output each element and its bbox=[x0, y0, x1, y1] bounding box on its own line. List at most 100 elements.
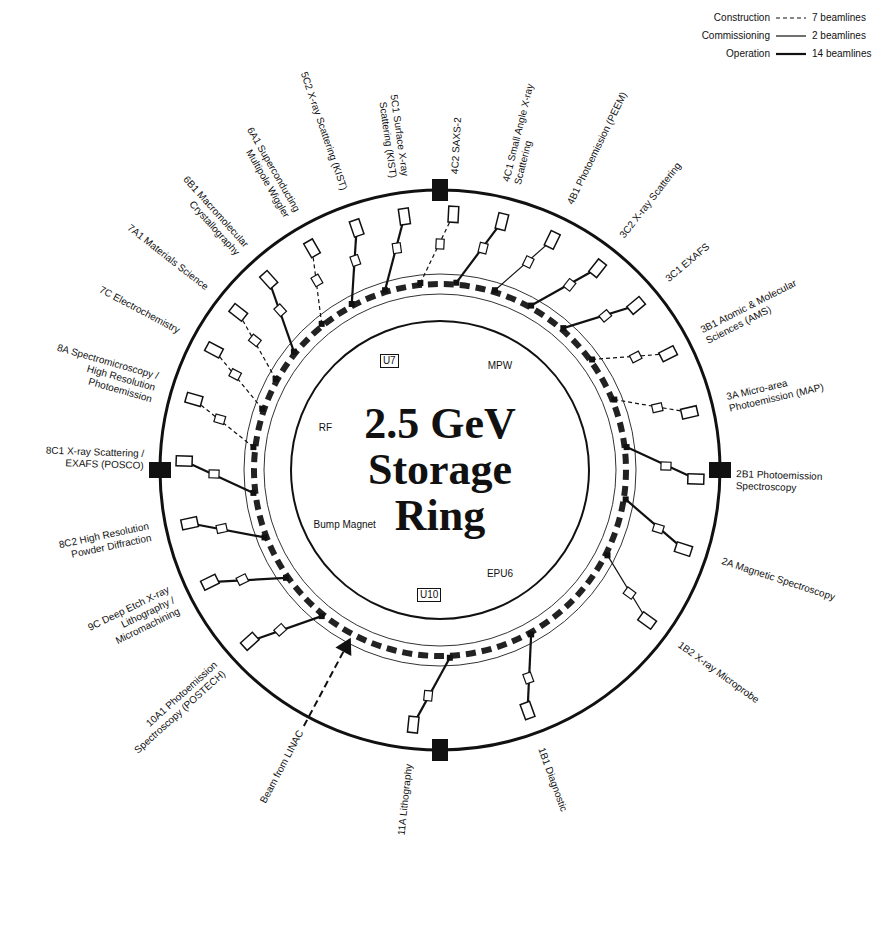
end-station bbox=[407, 716, 419, 733]
front-end bbox=[349, 301, 355, 307]
front-end bbox=[417, 280, 423, 286]
beamline-label: 3C1 EXAFS bbox=[663, 195, 766, 285]
optics-hutch bbox=[424, 690, 433, 701]
end-station bbox=[674, 542, 692, 556]
optics-hutch bbox=[274, 623, 287, 636]
front-end bbox=[447, 655, 453, 661]
beamline bbox=[627, 447, 696, 479]
front-end bbox=[605, 552, 611, 558]
legend-text: Construction bbox=[686, 12, 770, 24]
beamline-label: 2A Magnetic Spectroscopy bbox=[720, 556, 843, 606]
end-station bbox=[398, 208, 410, 225]
optics-hutch bbox=[392, 243, 401, 254]
component-label: EPU6 bbox=[487, 568, 513, 580]
front-end bbox=[560, 325, 566, 331]
beamline bbox=[194, 399, 253, 447]
component-label: U10 bbox=[417, 588, 441, 602]
magnet-lattice bbox=[254, 284, 626, 656]
optics-hutch bbox=[350, 254, 361, 266]
optics-hutch bbox=[651, 403, 663, 413]
legend-count: 14 beamlines bbox=[812, 48, 871, 60]
front-end bbox=[319, 321, 325, 327]
legend-text: Operation bbox=[686, 48, 770, 60]
front-end bbox=[261, 534, 267, 540]
beamline-label: 6A1 Superconducting Multipole Wiggler bbox=[219, 99, 302, 219]
beamline bbox=[614, 400, 689, 413]
end-station bbox=[176, 456, 192, 467]
end-station bbox=[229, 304, 248, 322]
beamline-label: 11A Lithography bbox=[390, 764, 415, 890]
component-label: Bump Magnet bbox=[314, 519, 376, 531]
beamline-label: 5C1 Surface X-ray Scattering (KIST) bbox=[370, 51, 411, 178]
beamline-label: 8C2 High Resolution Powder Diffraction bbox=[26, 520, 153, 569]
beamline-label: 4B1 Photoemission (PEEM) bbox=[564, 89, 630, 207]
optics-hutch bbox=[661, 462, 671, 470]
beamline bbox=[563, 305, 636, 328]
beamline bbox=[190, 523, 265, 537]
beamline-label: 7A1 Materials Science bbox=[105, 206, 211, 292]
optics-hutch bbox=[478, 242, 488, 254]
front-end bbox=[453, 280, 459, 286]
beamline-label: 2B1 Photoemission Spectroscopy bbox=[735, 468, 861, 496]
end-station bbox=[495, 213, 509, 231]
beamline bbox=[250, 616, 322, 641]
end-station bbox=[681, 406, 699, 419]
component-label: U7 bbox=[380, 354, 399, 368]
optics-hutch bbox=[209, 470, 219, 478]
end-station bbox=[185, 392, 203, 406]
beamline bbox=[413, 658, 450, 725]
beamline bbox=[495, 240, 552, 290]
beamline bbox=[456, 222, 502, 283]
optics-hutch bbox=[623, 587, 636, 599]
legend-line-sample bbox=[776, 53, 806, 55]
end-station bbox=[240, 632, 259, 650]
ring-title: 2.5 GeV Storage Ring bbox=[335, 401, 545, 540]
arrowhead bbox=[335, 638, 351, 656]
optics-hutch bbox=[436, 239, 445, 249]
front-end bbox=[259, 406, 265, 412]
beamline-label: 5C2 X-ray Scattering (KIST) bbox=[297, 70, 349, 192]
front-end bbox=[624, 444, 630, 450]
beamline-label: 1B1 Diagnostic bbox=[536, 746, 590, 868]
optics-hutch bbox=[274, 304, 287, 317]
beamline bbox=[531, 268, 597, 305]
front-end bbox=[611, 397, 617, 403]
beamline bbox=[608, 555, 648, 620]
beamline-label: 10A1 Photoemission Spectroscopy (POSTECH… bbox=[119, 659, 228, 760]
beamline bbox=[385, 216, 404, 290]
component-label: MPW bbox=[488, 360, 512, 372]
beamline-label: 4C2 SAXS-2 bbox=[449, 49, 468, 174]
wall-block bbox=[432, 179, 448, 201]
beamline-label: 1B2 X-ray Microprobe bbox=[676, 639, 784, 722]
component-label: RF bbox=[319, 422, 332, 434]
end-station bbox=[544, 231, 560, 250]
beamline-label: 7C Electrochemistry bbox=[65, 267, 181, 336]
wall-block bbox=[432, 739, 448, 761]
legend-count: 7 beamlines bbox=[812, 12, 866, 24]
injection-label: Beam from LINAC bbox=[237, 729, 306, 845]
beamline-label: 8C1 X-ray Scattering / EXAFS (POSCO) bbox=[19, 443, 145, 471]
beamline-label: 3C2 X-ray Scattering bbox=[618, 135, 704, 241]
vacuum-chamber bbox=[264, 294, 616, 646]
front-end bbox=[319, 613, 325, 619]
optics-hutch bbox=[652, 523, 664, 534]
end-station bbox=[349, 219, 364, 237]
beamline bbox=[626, 499, 684, 549]
optics-hutch bbox=[599, 310, 612, 323]
front-end bbox=[273, 376, 279, 382]
end-station bbox=[589, 259, 607, 278]
beamline-label: 3B1 Atomic & Molecular Sciences (AMS) bbox=[698, 268, 820, 346]
optics-hutch bbox=[236, 574, 248, 586]
front-end bbox=[589, 356, 595, 362]
front-end bbox=[492, 287, 498, 293]
front-end bbox=[283, 575, 289, 581]
beamline-label: 3A Micro-area Photoemission (MAP) bbox=[726, 364, 853, 416]
end-station bbox=[304, 239, 321, 258]
wall-block bbox=[709, 462, 731, 478]
legend-text: Commissioning bbox=[686, 30, 770, 42]
end-station bbox=[201, 574, 220, 590]
beamline bbox=[269, 280, 294, 352]
beamline-label: 8A Spectromicroscopy / High Resolution P… bbox=[30, 337, 160, 406]
front-end bbox=[250, 444, 256, 450]
